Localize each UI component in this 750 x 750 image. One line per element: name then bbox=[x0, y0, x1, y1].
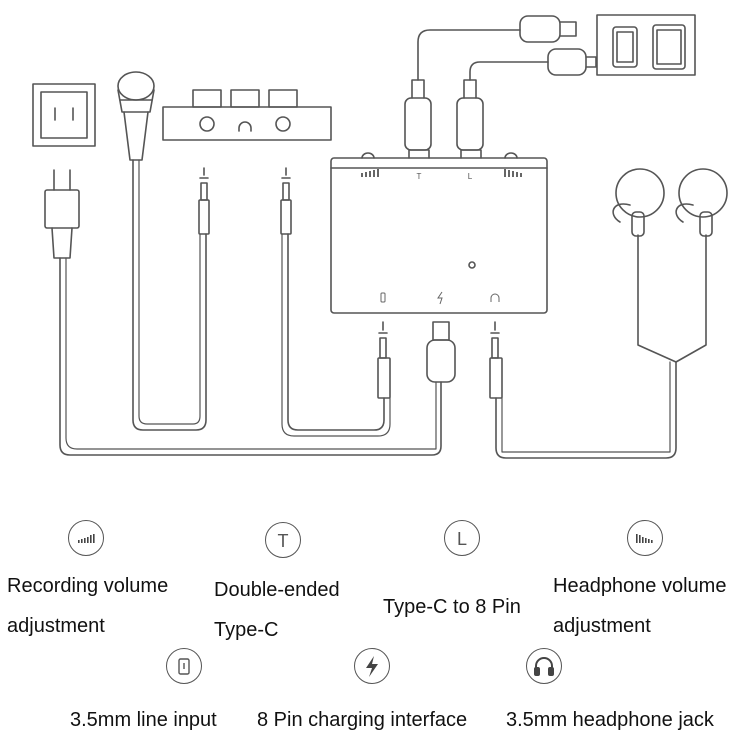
svg-text:L: L bbox=[457, 529, 467, 549]
cable-double-typec bbox=[417, 29, 521, 81]
typec-8pin-label: Type-C to 8 Pin bbox=[383, 596, 521, 618]
lightning-charge-plug bbox=[426, 321, 456, 383]
cable-mic bbox=[132, 159, 207, 431]
double-ended-label-2: Type-C bbox=[214, 619, 279, 641]
wall-socket-icon bbox=[32, 83, 96, 147]
device-top-markings bbox=[361, 169, 522, 177]
adapter-device bbox=[330, 152, 548, 314]
phone-tablet-icon bbox=[596, 14, 696, 76]
sound-card-mixer-icon bbox=[162, 89, 332, 141]
headphone-icon bbox=[526, 648, 562, 684]
headphone-plug bbox=[489, 321, 503, 399]
recording-volume-icon bbox=[68, 520, 104, 556]
jack-plug-icon bbox=[166, 648, 202, 684]
letter-l-icon: L bbox=[444, 520, 480, 556]
recording-volume-label-2: adjustment bbox=[7, 615, 105, 637]
headphone-volume-label-2: adjustment bbox=[553, 615, 651, 637]
device-jack-mark bbox=[380, 292, 386, 303]
lightning-connector-head bbox=[547, 48, 597, 76]
headphone-volume-label: Headphone volume bbox=[553, 575, 727, 597]
microphone-icon bbox=[117, 71, 155, 161]
typec-plug-left bbox=[404, 79, 432, 159]
cable-line-in bbox=[287, 233, 385, 431]
typec-connector-head bbox=[519, 15, 577, 43]
audio-plug-right bbox=[280, 167, 292, 235]
audio-plug-left bbox=[198, 167, 210, 235]
headphone-jack-label: 3.5mm headphone jack bbox=[506, 709, 714, 731]
cable-typec-8pin bbox=[469, 61, 549, 81]
typec-plug-right bbox=[456, 79, 484, 159]
device-bolt-mark bbox=[437, 291, 443, 305]
recording-volume-label: Recording volume bbox=[7, 575, 169, 597]
cable-headphones bbox=[495, 361, 677, 459]
device-t-label: T bbox=[417, 172, 422, 181]
line-input-label: 3.5mm line input bbox=[70, 709, 217, 731]
double-ended-label: Double-ended bbox=[214, 579, 340, 601]
device-headphone-mark bbox=[490, 293, 500, 302]
power-plug-icon bbox=[44, 169, 80, 259]
charging-label: 8 Pin charging interface bbox=[257, 709, 468, 731]
svg-text:T: T bbox=[278, 531, 289, 551]
device-l-label: L bbox=[468, 172, 473, 181]
headphone-volume-icon bbox=[627, 520, 663, 556]
lightning-icon bbox=[354, 648, 390, 684]
cable-power-to-charge bbox=[59, 257, 442, 456]
letter-t-icon: T bbox=[265, 522, 301, 558]
line-input-plug bbox=[377, 321, 391, 399]
earphones-icon bbox=[612, 168, 728, 363]
